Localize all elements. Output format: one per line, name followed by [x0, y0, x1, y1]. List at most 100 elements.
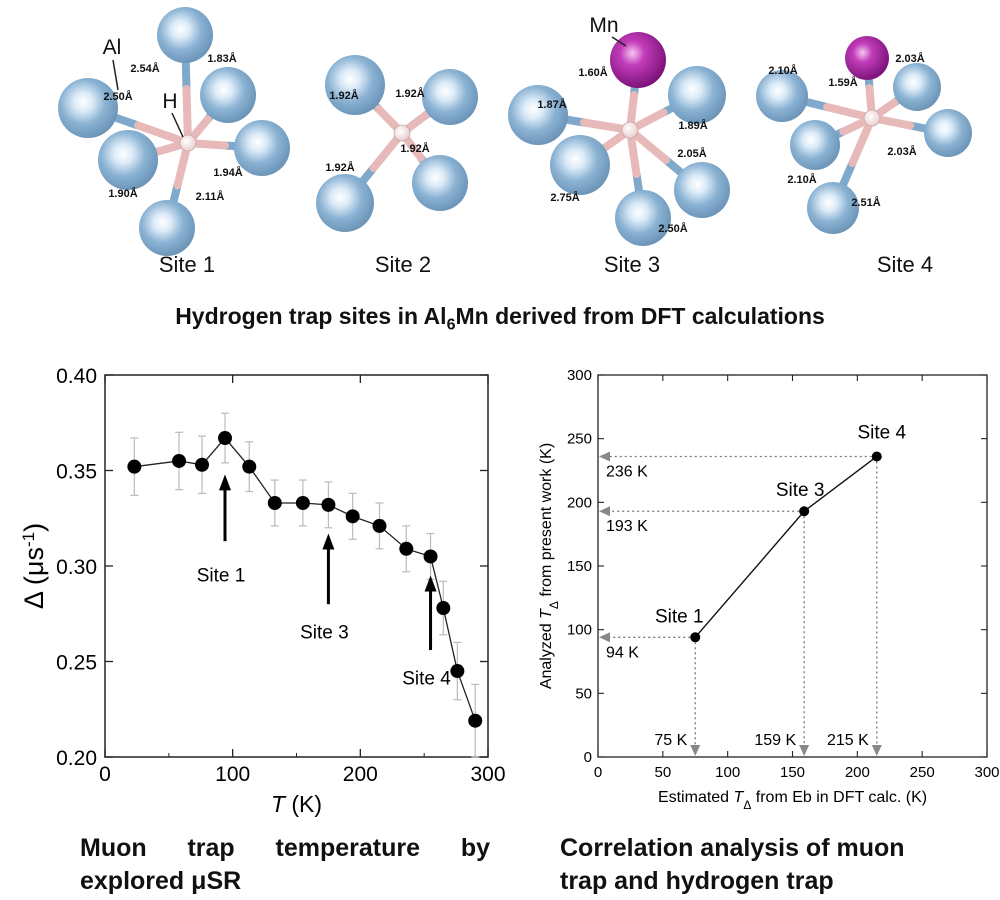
data-point [423, 549, 438, 564]
bond-length-label: 1.92Å [400, 142, 429, 155]
y-tick-label: 0.20 [56, 747, 97, 770]
x-value-label: 75 K [654, 732, 687, 749]
data-point [195, 457, 210, 472]
x-tick-label: 250 [910, 764, 935, 781]
al-atom [200, 67, 256, 123]
caption-right: Correlation analysis of muon trap and hy… [560, 832, 980, 898]
x-tick-label: 0 [99, 763, 111, 786]
annotation-arrow-head [424, 575, 437, 592]
y-tick-label: 0.30 [56, 556, 97, 579]
bond-inner [134, 121, 192, 147]
al-atom [807, 182, 859, 234]
site-1-label: Site 1 [159, 252, 215, 277]
bond-length-label: 1.89Å [678, 119, 707, 132]
site-4-label: Site 4 [877, 252, 933, 277]
y-tick-label: 250 [567, 431, 592, 448]
guide-arrow-left [599, 451, 610, 462]
x-tick-label: 200 [845, 764, 870, 781]
annotation-label: Site 1 [197, 565, 246, 586]
bond-inner [182, 85, 192, 147]
caption-right-line1: Correlation analysis of muon [560, 834, 905, 862]
al-atom [550, 135, 610, 195]
site-2-label: Site 2 [375, 252, 431, 277]
element-label-al: Al [103, 36, 122, 59]
bond-length-label: 2.10Å [768, 64, 797, 77]
bond-length-label: 1.60Å [578, 66, 607, 79]
y-value-label: 94 K [606, 644, 639, 661]
data-point [450, 664, 465, 679]
bond-length-label: 1.83Å [207, 52, 236, 65]
annotation-arrow-head [322, 533, 335, 550]
y-tick-label: 300 [567, 367, 592, 384]
data-point [127, 459, 142, 474]
mn-atom [610, 32, 666, 88]
bond-length-label: 1.90Å [108, 187, 137, 200]
h-atom [393, 124, 411, 142]
bond-length-label: 2.75Å [550, 191, 579, 204]
data-point [799, 506, 810, 517]
data-point [295, 495, 310, 510]
bond-length-label: 2.10Å [787, 173, 816, 186]
h-atom [621, 121, 639, 139]
h-pointer-line [171, 112, 184, 138]
point-label: Site 1 [655, 606, 704, 627]
data-point [468, 713, 483, 728]
h-atom [863, 109, 881, 127]
point-label: Site 3 [776, 480, 825, 501]
bond-length-label: 2.03Å [887, 145, 916, 158]
x-tick-label: 50 [654, 764, 671, 781]
x-value-label: 215 K [827, 732, 869, 749]
caption-left: Muon trap temperature by explored μSR [80, 832, 490, 898]
bond-length-label: 1.92Å [329, 89, 358, 102]
al-atom [615, 190, 671, 246]
guide-arrow-left [599, 506, 610, 517]
data-point [172, 453, 187, 468]
bond-length-label: 2.05Å [677, 147, 706, 160]
y-tick-label: 0.40 [56, 365, 97, 388]
al-pointer-line [112, 59, 119, 91]
x-axis-label: Estimated TΔ from Eb in DFT calc. (K) [658, 789, 927, 812]
data-point [345, 509, 360, 524]
caption-left-line2: explored μSR [80, 867, 242, 895]
plot-frame [597, 374, 988, 758]
data-point [399, 541, 414, 556]
data-point [242, 459, 257, 474]
subscript-six: 6 [446, 316, 456, 334]
y-axis-label: Analyzed TΔ from present work (K) [538, 443, 561, 689]
al-atom [98, 130, 158, 190]
annotation-arrow-head [219, 474, 232, 491]
al-atom [756, 70, 808, 122]
al-atom [157, 7, 213, 63]
data-point [690, 632, 701, 643]
caption-right-line2: trap and hydrogen trap [560, 867, 834, 895]
bond-length-label: 2.03Å [895, 52, 924, 65]
x-tick-label: 150 [780, 764, 805, 781]
guide-arrow-down [799, 745, 810, 756]
al-atom [422, 69, 478, 125]
y-tick-label: 0 [584, 749, 592, 766]
bond-length-label: 2.51Å [851, 196, 880, 209]
bond-length-label: 2.54Å [130, 62, 159, 75]
al-atom [412, 155, 468, 211]
y-tick-label: 100 [567, 622, 592, 639]
annotation-label: Site 4 [402, 668, 451, 689]
y-tick-label: 150 [567, 558, 592, 575]
y-tick-label: 0.35 [56, 461, 97, 484]
al-atom [674, 162, 730, 218]
data-point [372, 518, 387, 533]
trap-sites-title: Hydrogen trap sites in Al6Mn derived fro… [175, 303, 825, 334]
annotation-label: Site 3 [300, 623, 349, 644]
al-atom [790, 120, 840, 170]
guide-arrow-down [690, 745, 701, 756]
bond-length-label: 1.92Å [325, 161, 354, 174]
x-tick-label: 100 [715, 764, 740, 781]
site-2-structure: 1.92Å 1.92Å 1.92Å 1.92Å Site 2 [316, 55, 478, 277]
y-tick-label: 50 [575, 685, 592, 702]
bond-length-label: 1.92Å [395, 87, 424, 100]
bond-length-label: 1.94Å [213, 166, 242, 179]
